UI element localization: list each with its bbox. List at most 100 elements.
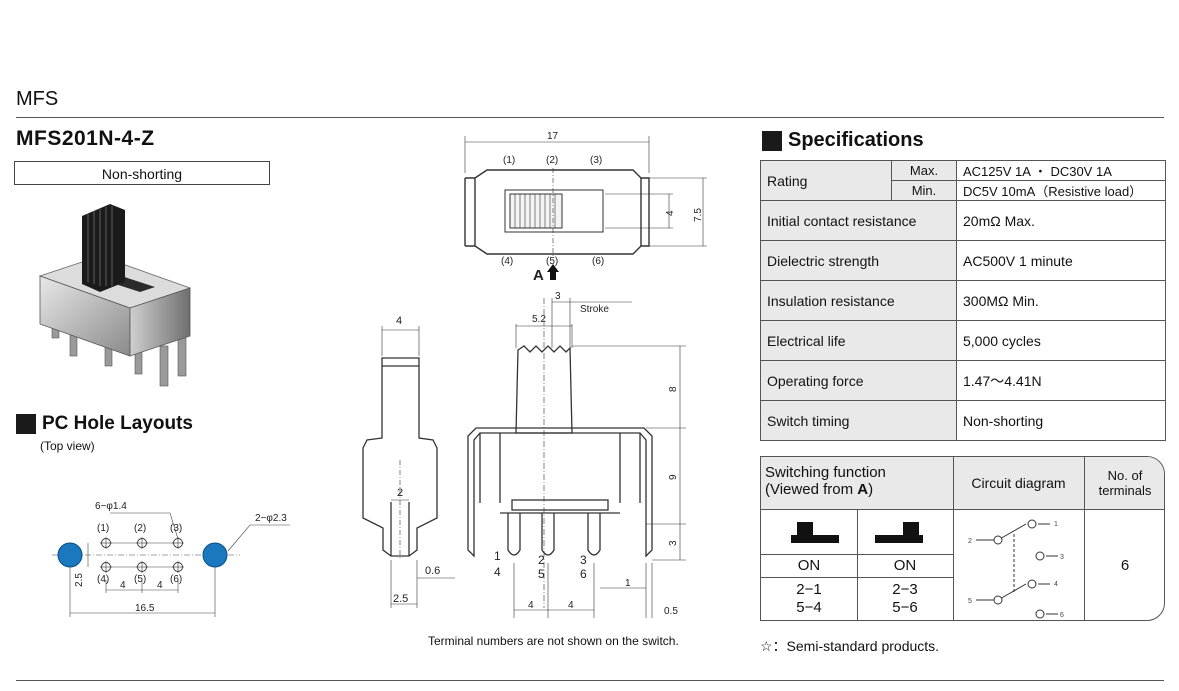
term-label-1: 1 [494,549,501,563]
switching-function-header: Switching function (Viewed from A) [761,457,953,509]
hole-num-6: (6) [170,574,182,585]
heading-square-icon [16,414,36,434]
pc-hole-drawing: 6−φ1.4 2−φ2.3 (1) (2) (3) (4) (5) (6) 2.… [52,501,290,617]
side-dim-2: 2 [397,487,403,499]
front-dim-3: 3 [555,291,561,302]
top-dim-7-5: 7.5 [693,208,704,222]
front-dim-9: 9 [668,474,679,480]
spec-value: AC500V 1 minute [956,240,1166,281]
hole-num-4: (4) [97,574,109,585]
dim-4b: 4 [157,580,163,591]
hole-num-2: (2) [134,523,146,534]
circuit-num-4: 4 [1054,581,1058,588]
spec-row: Initial contact resistance 20mΩ Max. [760,200,1166,241]
spec-row: Electrical life 5,000 cycles [760,320,1166,361]
circuit-diagram-header: Circuit diagram [953,457,1084,509]
front-dim-5-2: 5.2 [532,314,546,325]
spec-row-rating-max: Rating Max. AC125V 1A ・ DC30V 1A [760,160,1166,201]
front-dim-4b: 4 [568,600,574,611]
switching-function-line1: Switching function [765,464,886,481]
spec-label: Insulation resistance [760,280,957,321]
pc-hole-heading: PC Hole Layouts [16,413,193,435]
view-a-label: A [533,267,544,284]
spec-label: Dielectric strength [760,240,957,281]
pc-hole-subtitle: (Top view) [40,439,95,453]
top-dim-4: 4 [665,210,676,216]
spec-label: Initial contact resistance [760,200,957,241]
switching-function-table: Switching function (Viewed from A) Circu… [760,456,1165,621]
circuit-num-2: 2 [968,538,972,545]
top-num-1: (1) [503,155,515,166]
terminal-count: 6 [1120,557,1130,574]
specifications-heading: Specifications [762,129,924,152]
position2-state: ON [893,557,917,574]
front-dim-3b: 3 [668,540,679,546]
side-dim-4: 4 [396,315,402,327]
hole-num-3: (3) [170,523,182,534]
term-label-4: 4 [494,565,501,579]
side-dim-0-6: 0.6 [425,565,440,577]
circuit-diagram: 1 2 3 4 5 6 [968,519,1064,619]
top-num-2: (2) [546,155,558,166]
max-label: Max. [891,160,957,181]
slider-position-icons [791,522,923,543]
top-num-5: (5) [546,256,558,267]
switching-function-line2: (Viewed from A) [765,481,874,498]
side-dim-2-5: 2.5 [393,593,408,605]
stroke-label: Stroke [580,304,609,315]
front-dim-1: 1 [625,578,631,589]
dim-16-5: 16.5 [135,603,155,614]
spec-row-rating-min: Min. DC5V 10mA（Resistive load） [761,180,1166,201]
position2-connections: 2−3 5−6 [892,581,918,616]
spec-value: 300MΩ Min. [956,280,1166,321]
terminals-header: No. of terminals [1084,457,1164,509]
specifications-title: Specifications [788,129,924,151]
spec-label: Switch timing [760,400,957,441]
side-view-drawing: 4 2 0.6 2.5 [362,315,455,608]
front-dim-4a: 4 [528,600,534,611]
dim-2-5: 2.5 [74,573,85,587]
large-hole-label: 2−φ2.3 [255,513,287,524]
spec-row: Operating force 1.47〜4.41N [760,360,1166,401]
rating-label: Rating [760,160,892,201]
spec-label: Electrical life [760,320,957,361]
mounting-hole-left [57,542,83,568]
circuit-num-1: 1 [1054,521,1058,528]
spec-row: Switch timing Non-shorting [760,400,1166,441]
circuit-num-3: 3 [1060,554,1064,561]
terminal-note: Terminal numbers are not shown on the sw… [428,634,679,648]
spec-value: 20mΩ Max. [956,200,1166,241]
specifications-table: Rating Max. AC125V 1A ・ DC30V 1A Min. DC… [760,160,1166,441]
type-badge: Non-shorting [14,161,270,185]
top-rule [16,117,1164,118]
term-label-5: 5 [538,567,545,581]
top-view-drawing: 17 (1) (2) (3) (4) (5) (6) 4 7.5 A [464,131,707,284]
model-number: MFS201N-4-Z [16,127,155,150]
spec-row: Insulation resistance 300MΩ Min. [760,280,1166,321]
min-label: Min. [891,180,957,201]
circuit-num-6: 6 [1060,612,1064,619]
term-label-2: 2 [538,553,545,567]
front-dim-8: 8 [668,386,679,392]
spec-value: Non-shorting [956,400,1166,441]
small-hole-label: 6−φ1.4 [95,501,127,512]
top-dim-17: 17 [547,131,559,142]
hole-num-5: (5) [134,574,146,585]
min-value: DC5V 10mA（Resistive load） [956,180,1166,201]
dim-4a: 4 [120,580,126,591]
top-num-4: (4) [501,256,513,267]
term-label-3: 3 [580,553,587,567]
product-photo [38,204,192,387]
hole-num-1: (1) [97,523,109,534]
spec-value: 5,000 cycles [956,320,1166,361]
top-num-6: (6) [592,256,604,267]
top-num-3: (3) [590,155,602,166]
front-view-drawing: 3 Stroke 5.2 8 9 3 1 4 4 0.5 1 2 3 4 5 6 [467,291,686,618]
pc-hole-title: PC Hole Layouts [42,413,193,434]
spec-value: 1.47〜4.41N [956,360,1166,401]
position1-state: ON [797,557,821,574]
position1-connections: 2−1 5−4 [796,581,822,616]
term-label-6: 6 [580,567,587,581]
series-name: MFS [16,88,59,110]
spec-label: Operating force [760,360,957,401]
